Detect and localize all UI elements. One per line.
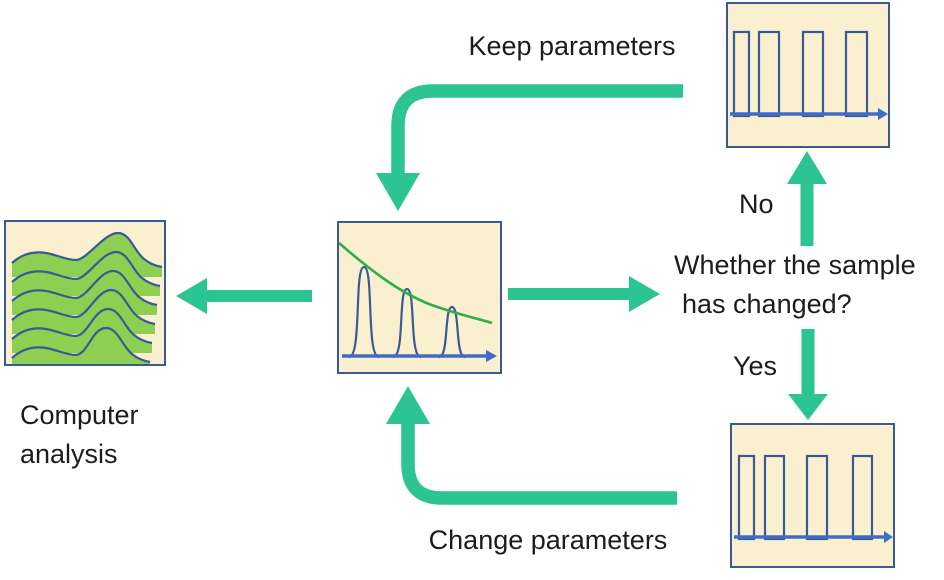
change-parameters-arrow (386, 386, 677, 505)
axis-arrowhead-icon (486, 350, 497, 362)
decay-peaks-illustration (339, 242, 497, 362)
question-line1: Whether the sample (674, 250, 916, 280)
pulse-train-top-box (726, 2, 890, 148)
keep-parameters-label: Keep parameters (468, 31, 676, 61)
measurement-box (337, 221, 502, 374)
change-parameters-label: Change parameters (428, 525, 668, 555)
no-branch-arrow (787, 151, 827, 246)
arrowhead-up-icon (787, 151, 827, 184)
arrowhead-left-icon (176, 278, 207, 314)
axis-arrowhead-icon (878, 108, 888, 120)
arrowhead-down-icon (788, 394, 828, 420)
decision-no-label: No (739, 189, 774, 219)
signal-peaks (348, 265, 466, 359)
computer-analysis-label: Computer analysis (20, 400, 139, 470)
time-axis-arrow (730, 108, 888, 120)
square-pulses (732, 30, 869, 118)
pulse-train-illustration (734, 454, 893, 543)
square-pulses (737, 454, 874, 541)
spectra-stack-box (4, 220, 166, 366)
arrowhead-right-icon (629, 276, 660, 312)
axis-arrowhead-icon (884, 531, 893, 543)
yes-branch-arrow (788, 329, 828, 420)
sample-changed-question: Whether the sample has changed? (674, 246, 944, 324)
to-computer-analysis-arrow (176, 278, 312, 314)
to-question-arrow (508, 276, 660, 312)
arrowhead-up-icon (386, 386, 430, 424)
arrowhead-down-icon (376, 173, 420, 211)
decision-yes-label: Yes (733, 351, 778, 381)
pulse-train-bottom-box (730, 423, 895, 568)
keep-parameters-arrow (376, 84, 683, 211)
pulse-train-illustration (730, 30, 888, 120)
exponential-envelope-curve (339, 242, 493, 325)
time-axis-arrow (734, 531, 893, 543)
ridgeline-spectra-illustration (11, 231, 163, 364)
question-line2: has changed? (682, 289, 852, 319)
time-axis-arrow (342, 350, 497, 362)
